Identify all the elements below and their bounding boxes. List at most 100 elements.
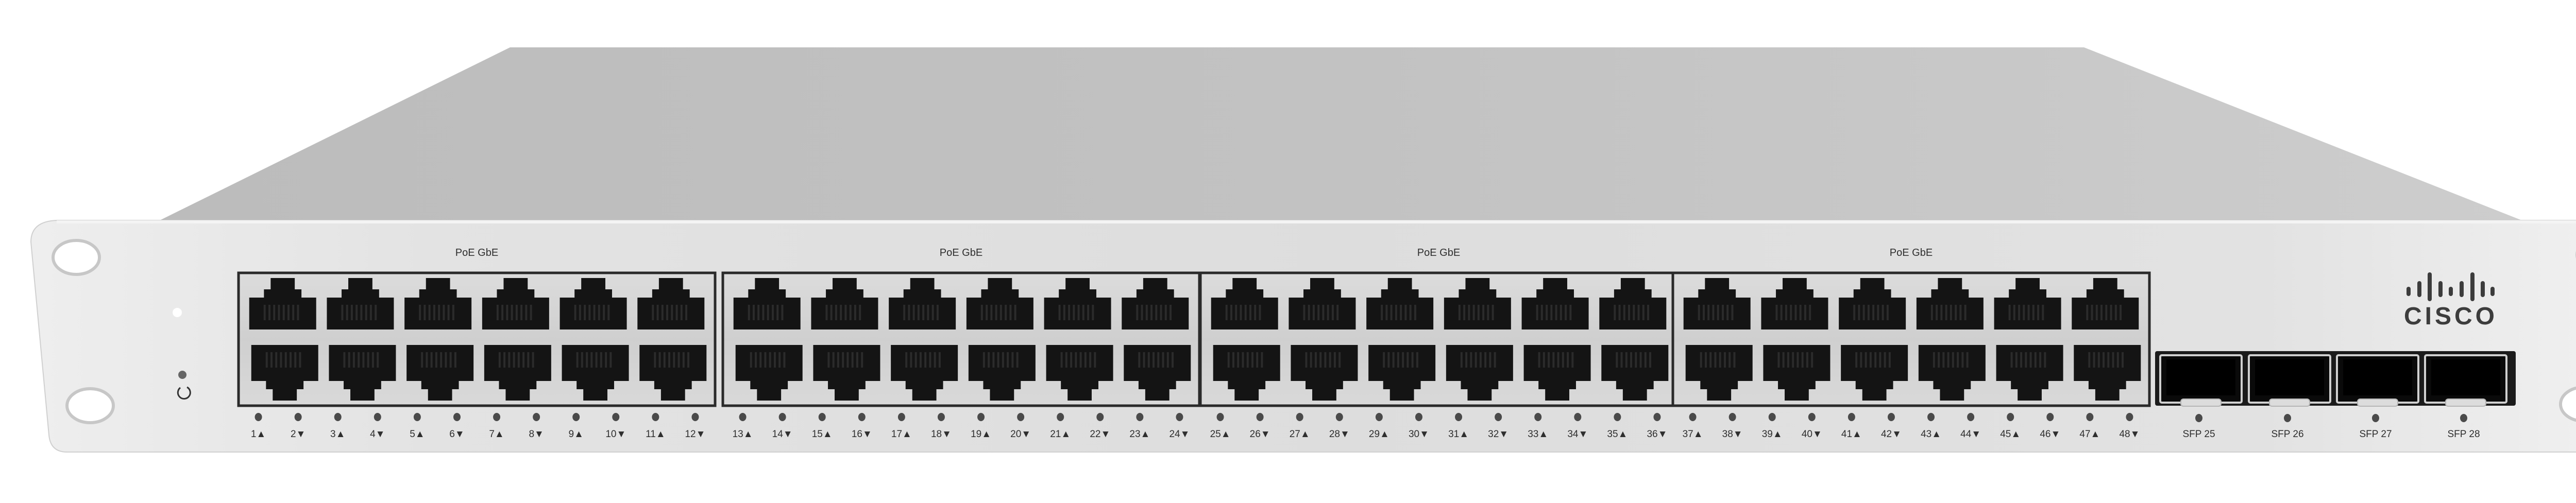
cisco-logo: CISCO: [2404, 272, 2495, 330]
port-label: 2▼: [291, 429, 306, 440]
rj45-port-42[interactable]: [1841, 345, 1908, 401]
port-led: [1927, 413, 1935, 421]
port-label: 11▲: [646, 429, 666, 440]
rj45-port-26[interactable]: [1213, 345, 1280, 401]
rj45-port-39[interactable]: [1761, 278, 1828, 329]
rj45-port-18[interactable]: [891, 345, 958, 401]
rj45-port-12[interactable]: [639, 345, 707, 401]
port-led: [1768, 413, 1776, 421]
port-bay: [237, 271, 717, 407]
port-label: 18▼: [931, 429, 952, 440]
rj45-port-1[interactable]: [249, 278, 316, 329]
sfp-port-27[interactable]: [2336, 354, 2419, 407]
reset-button[interactable]: [178, 371, 187, 379]
port-label: 32▼: [1488, 429, 1509, 440]
sfp-label: SFP 27: [2359, 429, 2392, 440]
rj45-port-47[interactable]: [2072, 278, 2139, 329]
rj45-port-19[interactable]: [966, 278, 1033, 329]
port-led: [1096, 413, 1104, 421]
rj45-port-34[interactable]: [1523, 345, 1591, 401]
rj45-port-7[interactable]: [482, 278, 549, 329]
sfp-label: SFP 26: [2271, 429, 2303, 440]
rj45-port-3[interactable]: [327, 278, 394, 329]
rj45-port-44[interactable]: [1918, 345, 1986, 401]
rj45-port-31[interactable]: [1444, 278, 1511, 329]
rj45-port-10[interactable]: [562, 345, 629, 401]
port-label: 48▼: [2119, 429, 2140, 440]
rj45-port-24[interactable]: [1124, 345, 1191, 401]
rj45-port-14[interactable]: [735, 345, 803, 401]
rj45-port-41[interactable]: [1839, 278, 1906, 329]
port-led: [652, 413, 659, 421]
port-label: 47▲: [2079, 429, 2100, 440]
sfp-port-25[interactable]: [2159, 354, 2243, 407]
rj45-port-13[interactable]: [733, 278, 801, 329]
port-led: [2007, 413, 2014, 421]
port-label: 17▲: [891, 429, 912, 440]
rj45-port-4[interactable]: [329, 345, 396, 401]
port-label: 40▼: [1802, 429, 1822, 440]
rj45-port-29[interactable]: [1366, 278, 1434, 329]
rj45-port-46[interactable]: [1996, 345, 2063, 401]
port-label: 30▼: [1409, 429, 1429, 440]
rj45-port-38[interactable]: [1685, 345, 1753, 401]
rj45-port-30[interactable]: [1368, 345, 1436, 401]
rj45-port-2[interactable]: [251, 345, 318, 401]
front-panel-top-highlight: [57, 220, 2576, 223]
rj45-port-23[interactable]: [1122, 278, 1189, 329]
port-led: [1967, 413, 1975, 421]
rj45-port-28[interactable]: [1291, 345, 1358, 401]
port-led: [1574, 413, 1582, 421]
port-led: [1887, 413, 1895, 421]
port-label: 21▲: [1050, 429, 1071, 440]
port-led: [413, 413, 421, 421]
rj45-port-16[interactable]: [813, 345, 880, 401]
port-led: [1689, 413, 1697, 421]
port-label: 22▼: [1090, 429, 1110, 440]
rj45-port-37[interactable]: [1683, 278, 1751, 329]
sfp-label: SFP 25: [2182, 429, 2215, 440]
rj45-port-5[interactable]: [404, 278, 472, 329]
sfp-label: SFP 28: [2447, 429, 2480, 440]
sfp-port-28[interactable]: [2424, 354, 2507, 407]
port-led: [533, 413, 540, 421]
status-led: [173, 308, 182, 317]
rj45-port-27[interactable]: [1289, 278, 1356, 329]
port-label: 36▼: [1647, 429, 1667, 440]
port-group-label: PoE GbE: [1417, 247, 1460, 258]
port-led: [493, 413, 501, 421]
rj45-port-35[interactable]: [1599, 278, 1667, 329]
port-label: 37▲: [1683, 429, 1703, 440]
port-label: 44▼: [1960, 429, 1981, 440]
rj45-port-36[interactable]: [1601, 345, 1669, 401]
rj45-port-17[interactable]: [889, 278, 956, 329]
port-label: 4▼: [370, 429, 385, 440]
rj45-port-45[interactable]: [1994, 278, 2061, 329]
rj45-port-21[interactable]: [1044, 278, 1111, 329]
rj45-port-8[interactable]: [484, 345, 551, 401]
rj45-port-15[interactable]: [811, 278, 878, 329]
rj45-port-22[interactable]: [1046, 345, 1113, 401]
rj45-port-40[interactable]: [1763, 345, 1831, 401]
port-label: 41▲: [1841, 429, 1862, 440]
sfp-port-26[interactable]: [2248, 354, 2331, 407]
rj45-port-33[interactable]: [1521, 278, 1589, 329]
port-led: [1296, 413, 1303, 421]
rj45-port-25[interactable]: [1211, 278, 1278, 329]
port-label: 39▲: [1762, 429, 1783, 440]
rj45-port-20[interactable]: [968, 345, 1036, 401]
port-label: 45▲: [2000, 429, 2021, 440]
port-label: 12▼: [685, 429, 705, 440]
rj45-port-6[interactable]: [406, 345, 474, 401]
port-label: 24▼: [1169, 429, 1190, 440]
rj45-port-48[interactable]: [2074, 345, 2141, 401]
rj45-port-11[interactable]: [637, 278, 705, 329]
port-label: 15▲: [812, 429, 833, 440]
port-led: [858, 413, 866, 421]
rj45-port-32[interactable]: [1446, 345, 1513, 401]
rj45-port-9[interactable]: [560, 278, 627, 329]
rj45-port-43[interactable]: [1916, 278, 1984, 329]
port-led: [374, 413, 381, 421]
port-led: [2126, 413, 2133, 421]
